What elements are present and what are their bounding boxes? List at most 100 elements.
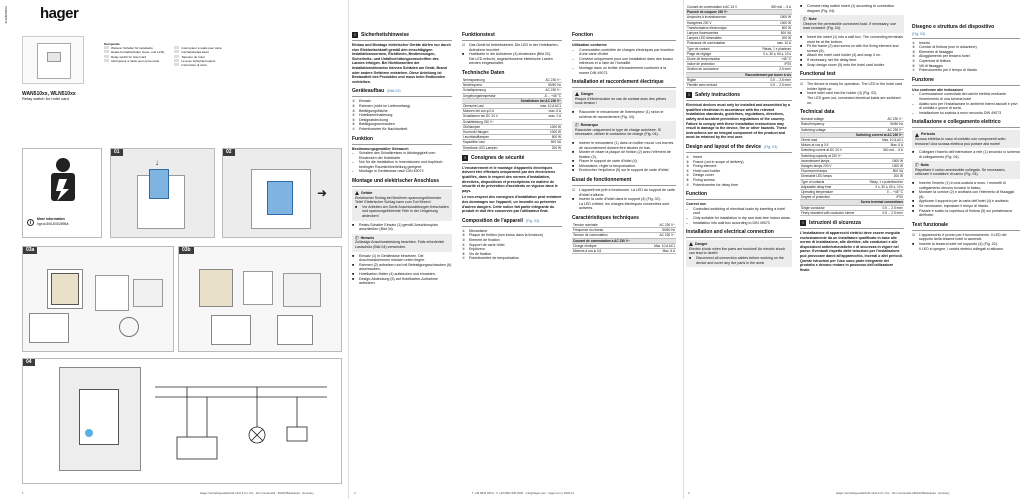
step: ■Mécanisme, régler la temporisation. (572, 163, 636, 168)
figure-04: 04 (22, 358, 342, 484)
en-use-title: Correct use (686, 202, 706, 207)
list-item: ■Inserire la tessera hotel nel supporto … (912, 242, 998, 246)
section-en-design: Design and layout of the device (Fig. 03… (686, 144, 778, 150)
more-info-link[interactable]: hgr.io/3/6LE002896A (37, 221, 69, 226)
page-2-col-right: Funktionstest ☑Das Gerät ist betriebsber… (462, 28, 562, 261)
fr-use-title: Utilisation conforme (572, 43, 607, 47)
list-item: Il LED si spegne, i carichi elettrici co… (919, 246, 1005, 251)
figure-number: 02 (223, 149, 235, 156)
section-it-test: Test funzionale (912, 221, 949, 228)
en-safety-text: Electrical devices must only be installe… (686, 103, 791, 140)
figure-02: 02 ➜ (222, 148, 342, 238)
list-item: ☑L'appareil est prêt à fonctionner. La L… (572, 188, 675, 197)
product-photo (22, 36, 84, 84)
list-item: –Adatto solo per l'installazione in ambi… (912, 101, 1018, 111)
list-item: –Installazione su scatola a muro secondo… (912, 110, 1002, 115)
step: ■Fissare e scatto la copertura di finitu… (912, 208, 1012, 218)
hager-logo: hager (40, 5, 79, 22)
warning-icon: ! (800, 219, 806, 226)
step: ■Applicare il supporto per la carta dell… (912, 199, 1010, 204)
warning-icon: ! (686, 92, 692, 99)
step: ■Design-Abdeckung (5) auf Hotelkarten-Au… (352, 276, 438, 286)
danger-box: Danger Risque d'électrocution en cas de … (572, 90, 676, 108)
list-item: ☑The device is ready for operation. The … (800, 82, 903, 91)
legend-title: Kurzgeräte (104, 42, 120, 46)
figure-number: 04 (23, 359, 35, 366)
list-item: –Convient uniquement pour une installati… (572, 56, 674, 66)
section-fonction: Fonction (572, 32, 594, 38)
step: ■Connect relay switch insert (1) accordi… (800, 4, 895, 13)
legend-item: Interruttore di carta (174, 63, 221, 67)
step: ■Relais-Schalter Einsatz (1) gemäß Ansch… (352, 222, 438, 232)
list-item: ☑L'apparecchio è pronto per il funzionam… (912, 232, 1007, 242)
page-divider (683, 0, 684, 499)
figure-number: 03a (23, 247, 38, 254)
info-icon: ⓘ (355, 235, 359, 240)
info-icon: i (27, 219, 34, 226)
section-essai: Essai de fonctionnement (572, 177, 632, 184)
figure-03a: 03a (22, 246, 174, 352)
step: ■Attach the hotel card holder (4) and sn… (800, 53, 881, 58)
step: ■Raccorder le mécanisme de l'interrupteu… (572, 109, 664, 119)
section-it-design: Disegno e struttura del dispositivo (912, 24, 995, 30)
page-number: 2 (354, 491, 356, 496)
list-item: –Commutazione controllata dei carichi el… (912, 92, 1007, 101)
step: ■Hotelkarten-Halter (4) aufstecken und e… (352, 271, 436, 276)
list-item: ■Insérer la carte d'hôtel dans le suppor… (572, 197, 661, 202)
step: ■Rahmen (2) aufsetzen und mit Befestigun… (352, 262, 452, 272)
page-3-col-c: Disegno e struttura del dispositivo (Fig… (912, 20, 1020, 251)
table-row: Durée de temporisation+45 °C (686, 56, 792, 63)
page-divider (348, 0, 349, 499)
step: ■Monter et visser la plaque de finition … (572, 150, 671, 159)
legend-item: Weiterer Schalter für Hotelkarte (104, 46, 164, 50)
section-carac: Caractéristiques techniques (572, 215, 639, 222)
step: ■Snap design cover (5) onto the hotel ca… (800, 62, 885, 67)
fr-safety-text-2: Le non-respect des consignes d'installat… (462, 195, 562, 214)
legend-item: Lé avec boîte/interrupteur (174, 58, 221, 63)
electrician-icon (51, 158, 75, 201)
step: ■Fit the frame (2) and screw on with the… (800, 44, 899, 53)
section-en-function: Function (686, 191, 708, 198)
section-tech: Technische Daten (462, 69, 505, 76)
legend-item: Relais-Kontaktschalter (Lese- und Licht) (104, 50, 164, 54)
function-subtitle: Bestimmungsgemäßer Gebrauch (352, 146, 409, 151)
figure-number: 01 (111, 149, 123, 156)
it-use-title: Uso conforme alle indicazioni (912, 87, 963, 92)
